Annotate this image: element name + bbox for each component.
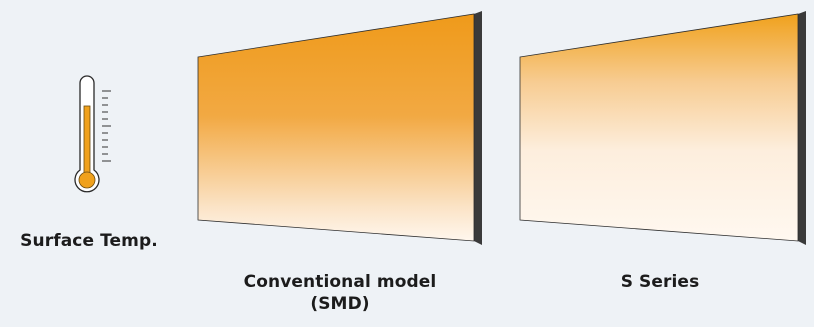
conventional-label-line1: Conventional model xyxy=(243,272,437,292)
s-series-label: S Series xyxy=(620,272,700,292)
surface-temp-label: Surface Temp. xyxy=(20,231,158,251)
conventional-label: Conventional model (SMD) xyxy=(205,271,475,315)
conventional-panel xyxy=(197,11,482,245)
conventional-label-line2: (SMD) xyxy=(310,294,370,314)
s-series-panel xyxy=(519,11,806,245)
thermometer-icon xyxy=(74,75,111,193)
thermometer-scale xyxy=(102,90,111,162)
